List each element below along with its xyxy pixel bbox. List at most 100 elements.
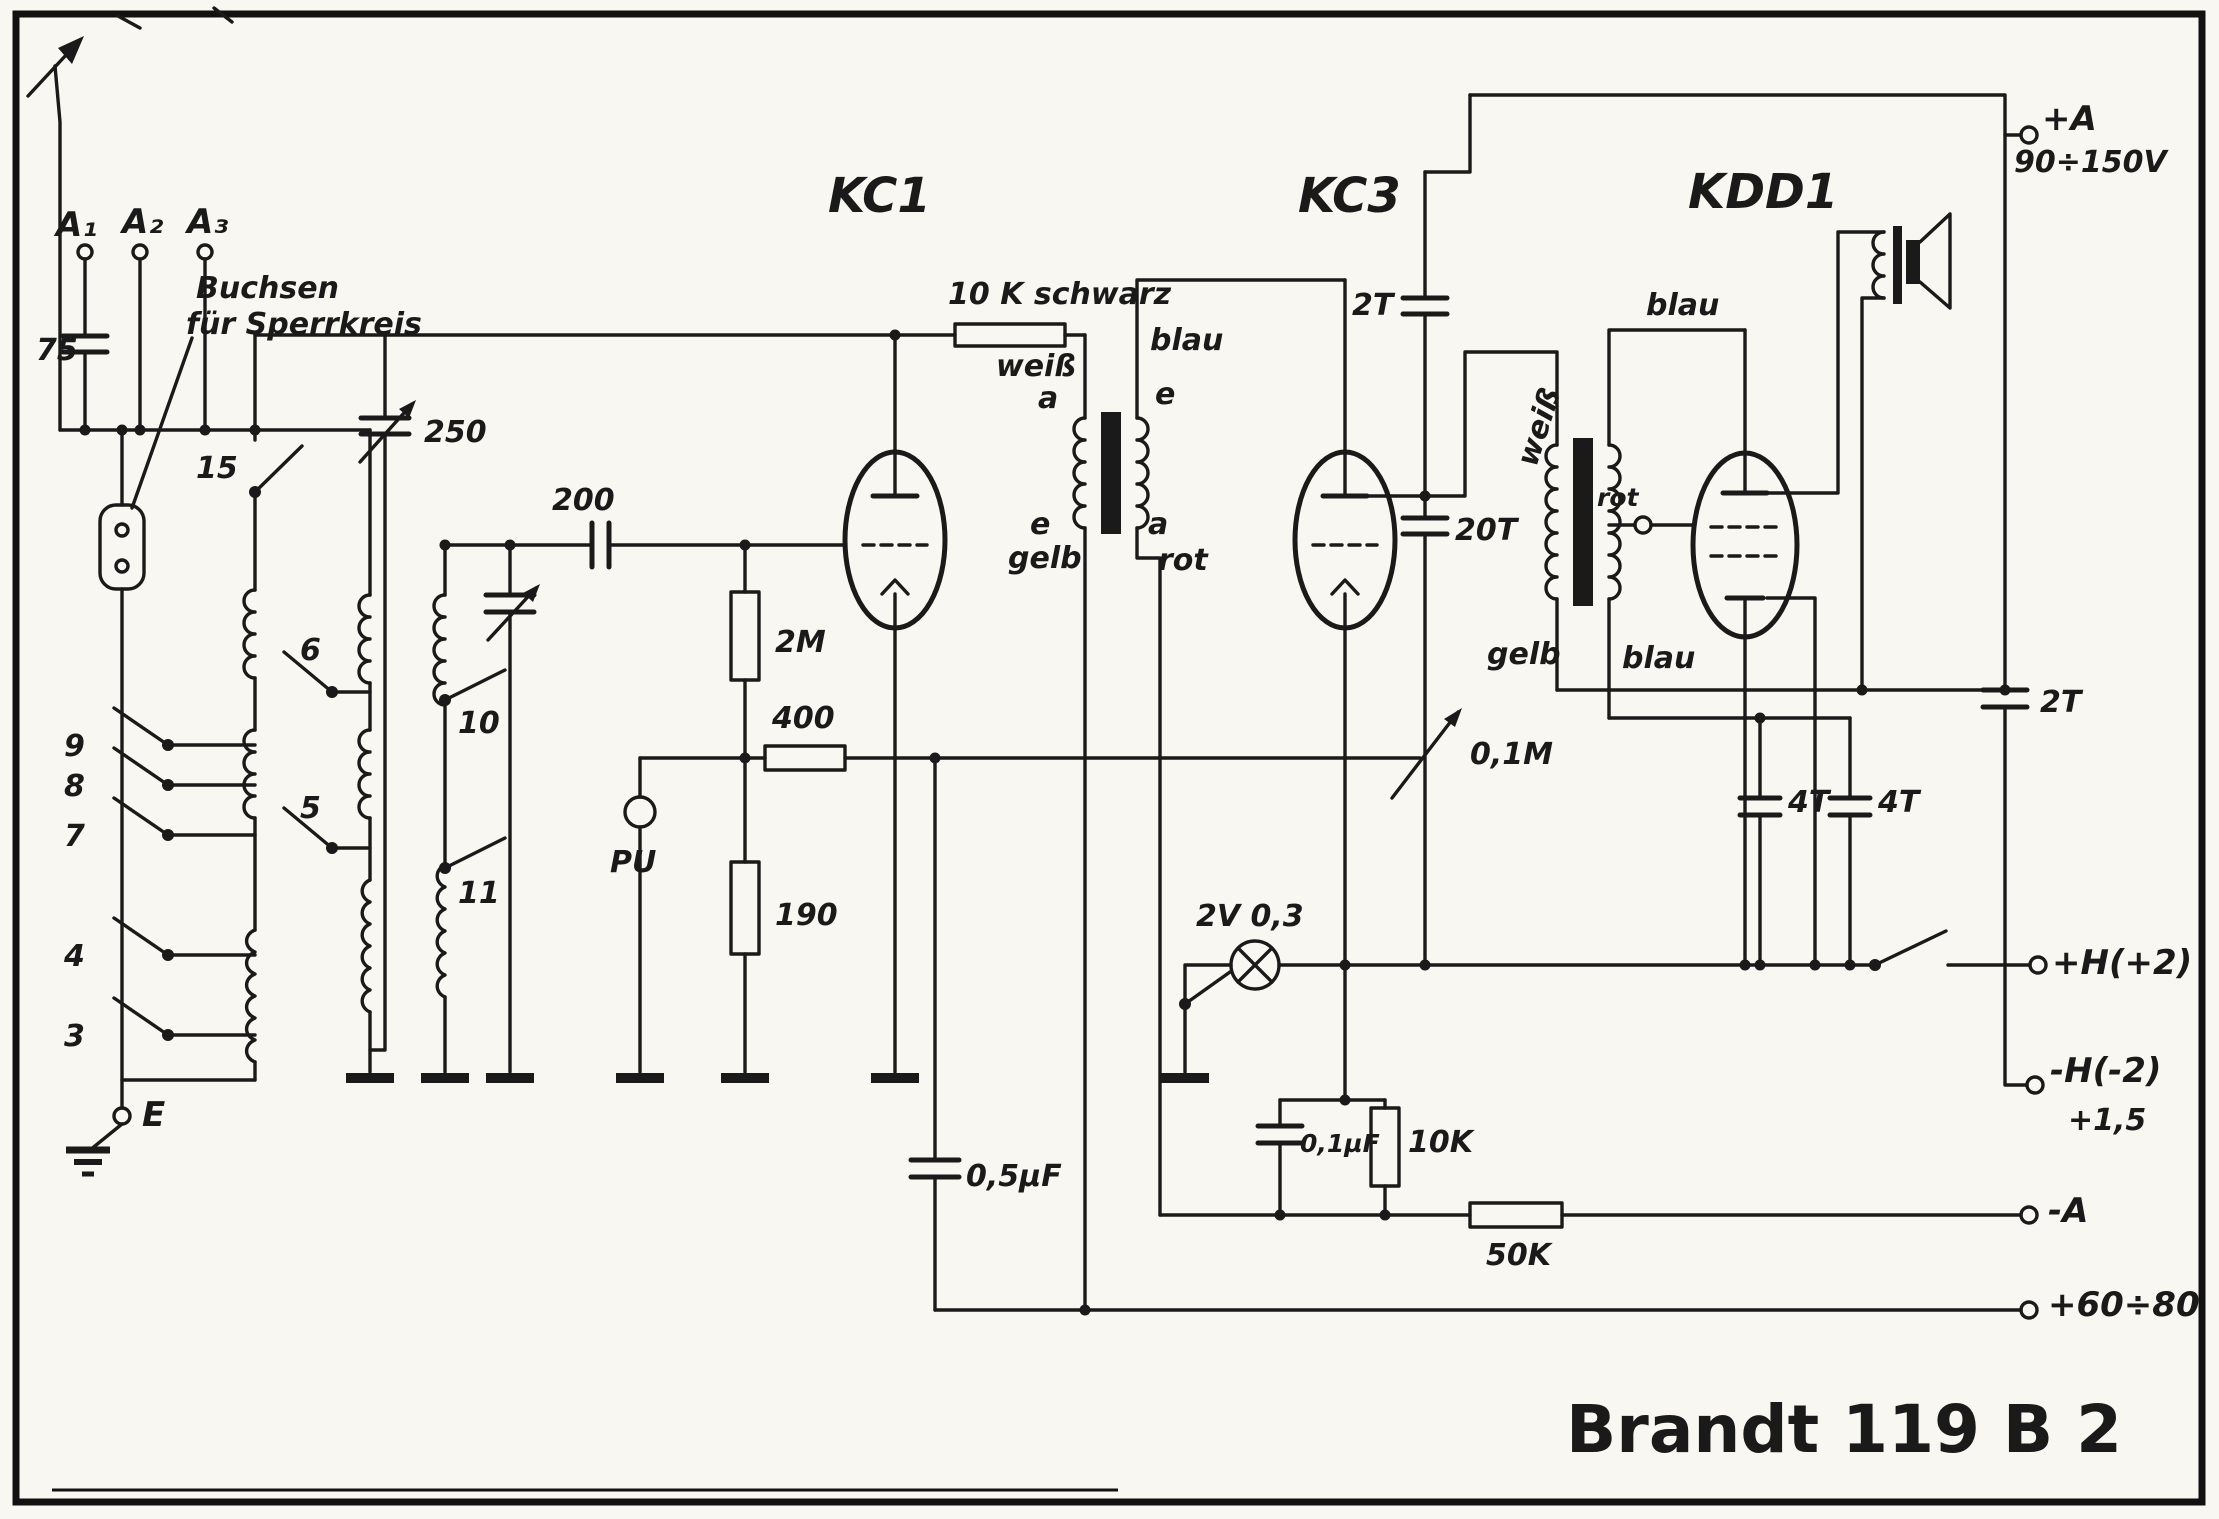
speaker-coil xyxy=(1871,230,1886,300)
capacitor-75-label: 75 xyxy=(36,333,78,368)
switch-10-label: 10 xyxy=(458,706,500,741)
resistor-2m xyxy=(729,590,761,682)
trimmer-column xyxy=(483,543,538,1074)
switch-10-arm xyxy=(443,668,507,702)
capacitor-01uf-label: 0,1µF xyxy=(1300,1129,1380,1158)
coil-column-2 xyxy=(282,428,372,1074)
coil xyxy=(242,588,257,680)
wire-gelb-label: gelb xyxy=(1008,541,1082,576)
coil-column-1 xyxy=(242,333,304,1082)
wire-weiss-label: weiß xyxy=(996,349,1076,384)
resistor-190-label: 190 xyxy=(775,898,838,933)
capacitor-200-label: 200 xyxy=(552,483,615,518)
right-rail xyxy=(1980,133,2045,1095)
sperrkreis-socket xyxy=(98,336,257,1082)
capacitor-20t xyxy=(1400,515,1450,537)
cap250-arrowhead xyxy=(399,400,416,418)
switch-9-label: 9 xyxy=(64,729,85,764)
pot-wiper xyxy=(1390,710,1460,800)
terminal-plus-a-label: +A xyxy=(2042,99,2097,139)
switch-5-label: 5 xyxy=(300,791,321,826)
output-gelb-label: gelb xyxy=(1487,637,1561,672)
tube-kdd1-label: KDD1 xyxy=(1688,164,1838,220)
resistor-190 xyxy=(729,860,761,956)
anode-feed-wire xyxy=(1423,350,1559,498)
terminal-a3-label: A₃ xyxy=(184,202,228,242)
switch-3-label: 3 xyxy=(64,1019,85,1054)
capacitor-200 xyxy=(589,520,612,570)
pickup-pu xyxy=(623,756,657,1074)
switch-11-label: 11 xyxy=(458,876,500,911)
antenna-arrowhead xyxy=(58,36,84,64)
capacitor-01uf xyxy=(1255,1123,1305,1146)
terminal-plus60-label: +60÷80 xyxy=(2048,1285,2200,1325)
coil xyxy=(432,593,447,707)
tube-kdd1 xyxy=(1690,230,1886,967)
terminal-plus-h-label: +H(+2) xyxy=(2052,943,2192,983)
resistor-2m-label: 2M xyxy=(775,625,826,660)
output-rot-label: rot xyxy=(1597,483,1640,512)
kc3-filament xyxy=(1330,578,1360,596)
band-switches-left xyxy=(112,706,257,1037)
output-blau-bottom-label: blau xyxy=(1622,641,1695,676)
schematic-title: Brandt 119 B 2 xyxy=(1566,1391,2122,1468)
pot-01m-label: 0,1M xyxy=(1470,737,1553,772)
resistor-50k xyxy=(1468,1201,1564,1229)
earth-terminal xyxy=(88,1078,132,1152)
coil xyxy=(242,728,257,820)
switch-6-label: 6 xyxy=(300,633,321,668)
terminal-minus-a-label: -A xyxy=(2048,1191,2088,1231)
speaker-core xyxy=(1893,226,1902,304)
switch-7-label: 7 xyxy=(64,819,85,854)
resistor-50k-label: 50K xyxy=(1486,1238,1554,1273)
tone-caps-4t xyxy=(1737,716,1873,967)
chassis-grounds xyxy=(66,1073,1209,1177)
interstage-core xyxy=(1101,412,1121,534)
tube-kc1 xyxy=(842,449,948,1074)
switch-8-label: 8 xyxy=(64,769,85,804)
switch-15-label: 15 xyxy=(196,451,238,486)
tube-kc3 xyxy=(1292,278,1427,1102)
capacitor-2t-label: 2T xyxy=(1352,288,1396,323)
grid-leak-network xyxy=(638,543,1422,1074)
primary-winding xyxy=(1544,443,1559,601)
pot-arrowhead xyxy=(1444,708,1462,727)
kdd1-grids xyxy=(1709,525,1781,558)
coil xyxy=(435,863,447,999)
resistor-10k-schwarz-label: 10 K schwarz xyxy=(948,277,1172,312)
pickup-pu-label: PU xyxy=(610,845,656,880)
output-blau-top-label: blau xyxy=(1646,288,1719,323)
switch-5-arm xyxy=(282,806,372,850)
wire-blau-label: blau xyxy=(1150,323,1223,358)
output-core xyxy=(1573,438,1593,606)
capacitor-20t-label: 20T xyxy=(1455,513,1520,548)
terminal-plus-a-range: 90÷150V xyxy=(2014,145,2170,180)
wire-a-right-label: a xyxy=(1148,507,1168,542)
drawing-border xyxy=(12,6,2206,1506)
coil xyxy=(360,878,372,1014)
speaker-magnet xyxy=(1906,240,1920,284)
capacitor-75 xyxy=(60,333,110,355)
capacitor-05uf-label: 0,5µF xyxy=(966,1159,1062,1194)
tube-kc1-label: KC1 xyxy=(828,168,931,224)
capacitor-4t-b-label: 4T xyxy=(1877,785,1922,820)
coil-column-3 xyxy=(432,543,507,1074)
lamp-label: 2V 0,3 xyxy=(1196,899,1304,934)
capacitor-2t xyxy=(1400,295,1450,317)
resistor-10k-schwarz xyxy=(953,322,1067,348)
capacitor-4t-a-label: 4T xyxy=(1787,785,1832,820)
coil xyxy=(357,593,372,685)
filament-bus xyxy=(1183,929,2048,1074)
buchsen-pointer-line xyxy=(130,336,194,510)
wire-rot-label: rot xyxy=(1158,543,1209,578)
output-weiss-label: weiß xyxy=(1510,384,1568,471)
arrowheads xyxy=(58,36,1462,727)
anode-top-wire xyxy=(253,322,1087,498)
junction-dots xyxy=(79,329,2011,1316)
tube-kc3-label: KC3 xyxy=(1298,168,1401,224)
resistor-400 xyxy=(763,744,847,772)
terminal-minus-h-aux-label: +1,5 xyxy=(2068,1103,2146,1138)
interstage-transformer xyxy=(1072,278,1347,1312)
buchsen-note-line1: Buchsen xyxy=(196,271,339,306)
